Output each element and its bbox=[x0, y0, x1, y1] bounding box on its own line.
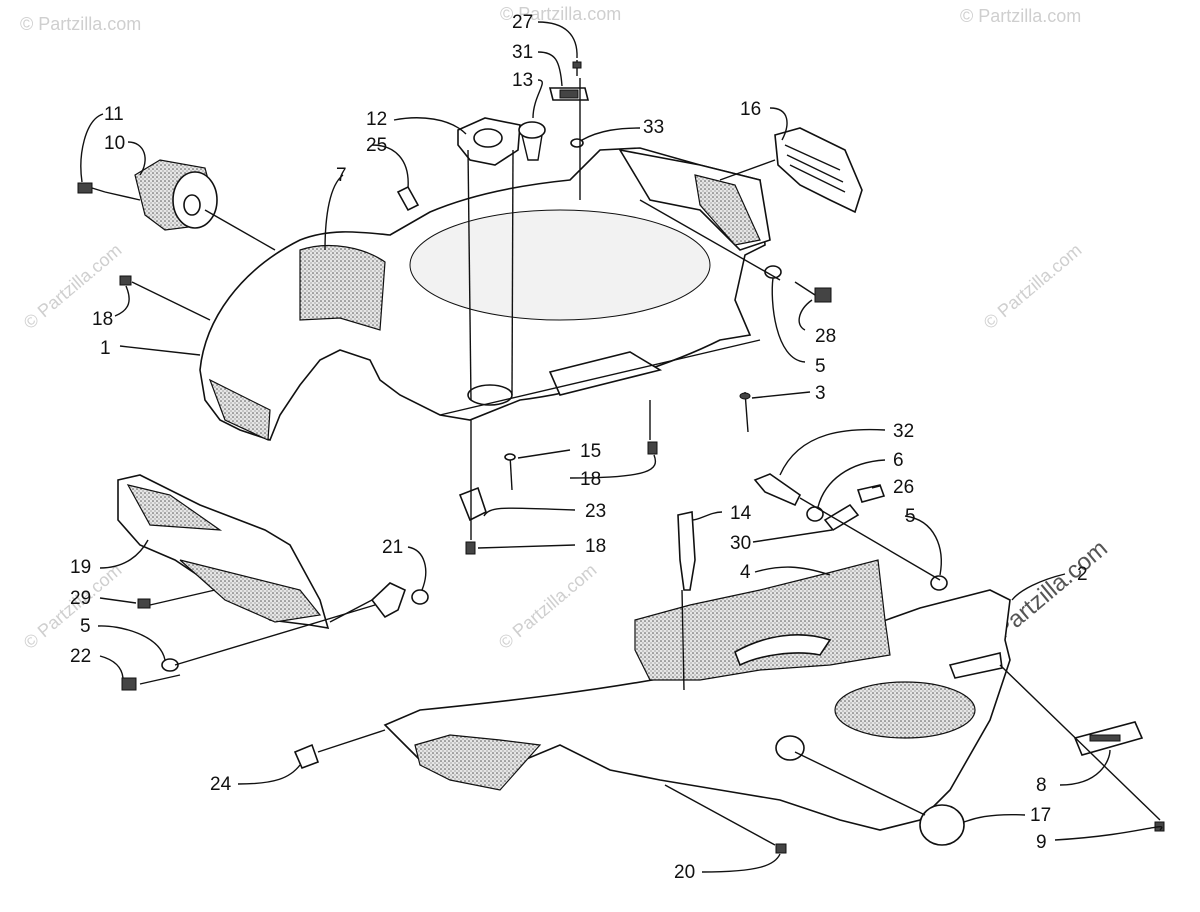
part-8-plate bbox=[1073, 721, 1144, 756]
callout-24: 24 bbox=[210, 774, 232, 795]
part-20-screw bbox=[775, 843, 787, 854]
part-upper-shroud bbox=[199, 147, 771, 441]
part-27-screw bbox=[572, 60, 582, 76]
callout-23: 23 bbox=[585, 501, 606, 522]
callout-30: 30 bbox=[730, 533, 751, 554]
part-19-bracket bbox=[117, 474, 330, 629]
callout-17: 17 bbox=[1030, 805, 1051, 826]
part-24-clip bbox=[293, 743, 320, 770]
part-21-plate bbox=[370, 582, 406, 619]
part-5-washer-b bbox=[161, 658, 179, 672]
part-23-clip bbox=[458, 486, 487, 522]
watermark: © Partzilla.com bbox=[495, 560, 601, 653]
part-29-screw bbox=[137, 598, 151, 609]
part-33-washer bbox=[570, 138, 584, 148]
callout-25: 25 bbox=[366, 135, 387, 156]
part-17-cap bbox=[775, 735, 965, 846]
watermark: © Partzilla.com bbox=[960, 6, 1081, 26]
part-22-bolt bbox=[121, 677, 137, 691]
callout-5: 5 bbox=[80, 616, 91, 637]
callout-19: 19 bbox=[70, 557, 91, 578]
callout-5: 5 bbox=[905, 506, 916, 527]
part-25-spacer bbox=[396, 185, 420, 212]
part-30-spacer bbox=[823, 503, 860, 532]
callout-18: 18 bbox=[92, 309, 113, 330]
alignment-lines bbox=[104, 78, 1161, 846]
callout-32: 32 bbox=[893, 421, 914, 442]
part-13-grommet bbox=[518, 121, 546, 161]
callout-26: 26 bbox=[893, 477, 914, 498]
part-21-nut bbox=[411, 589, 429, 605]
part-4-pad bbox=[634, 559, 891, 681]
callout-12: 12 bbox=[366, 109, 387, 130]
part-5-washer-c bbox=[930, 575, 948, 591]
part-18-screw-c bbox=[465, 541, 476, 555]
callout-11: 11 bbox=[104, 104, 124, 125]
part-16-grille bbox=[774, 127, 863, 214]
callout-18: 18 bbox=[585, 536, 606, 557]
part-12-boot bbox=[457, 117, 521, 166]
part-6-washer bbox=[806, 506, 824, 522]
watermark: © Partzilla.com bbox=[980, 240, 1086, 333]
part-11-bolt bbox=[77, 182, 106, 194]
part-26-sleeve bbox=[856, 484, 886, 503]
callout-14: 14 bbox=[730, 503, 752, 524]
callout-15: 15 bbox=[580, 441, 601, 462]
callout-31: 31 bbox=[512, 42, 533, 63]
callout-16: 16 bbox=[740, 99, 761, 120]
callout-28: 28 bbox=[815, 326, 836, 347]
part-15-rivet bbox=[504, 453, 516, 491]
part-3-pin bbox=[739, 391, 751, 433]
callout-29: 29 bbox=[70, 588, 91, 609]
part-10-motor bbox=[134, 159, 218, 231]
callout-2: 2 bbox=[1077, 564, 1088, 585]
callout-20: 20 bbox=[674, 862, 695, 883]
part-18-screw-a bbox=[119, 275, 132, 286]
watermark: © Partzilla.com bbox=[500, 4, 621, 24]
callout-5: 5 bbox=[815, 356, 826, 377]
callout-22: 22 bbox=[70, 646, 91, 667]
callout-9: 9 bbox=[1036, 832, 1047, 853]
callout-labels: 27 31 13 12 33 16 11 10 25 7 18 1 28 5 3… bbox=[70, 12, 1088, 883]
part-18-screw-b bbox=[647, 441, 658, 455]
callout-10: 10 bbox=[104, 133, 125, 154]
part-31-pad bbox=[548, 87, 590, 101]
callout-13: 13 bbox=[512, 70, 533, 91]
callout-21: 21 bbox=[382, 537, 403, 558]
part-14-strap bbox=[677, 511, 696, 591]
callout-27: 27 bbox=[512, 12, 533, 33]
callout-6: 6 bbox=[893, 450, 904, 471]
callout-18: 18 bbox=[580, 469, 601, 490]
part-32-bolt bbox=[753, 473, 802, 507]
callout-8: 8 bbox=[1036, 775, 1047, 796]
callout-3: 3 bbox=[815, 383, 826, 404]
callout-4: 4 bbox=[740, 562, 751, 583]
callout-7: 7 bbox=[336, 165, 347, 186]
callout-33: 33 bbox=[643, 117, 664, 138]
callout-1: 1 bbox=[100, 338, 111, 359]
leader-lines bbox=[80, 21, 1163, 873]
watermark: © Partzilla.com bbox=[20, 14, 141, 34]
part-28-bolt bbox=[794, 281, 832, 303]
